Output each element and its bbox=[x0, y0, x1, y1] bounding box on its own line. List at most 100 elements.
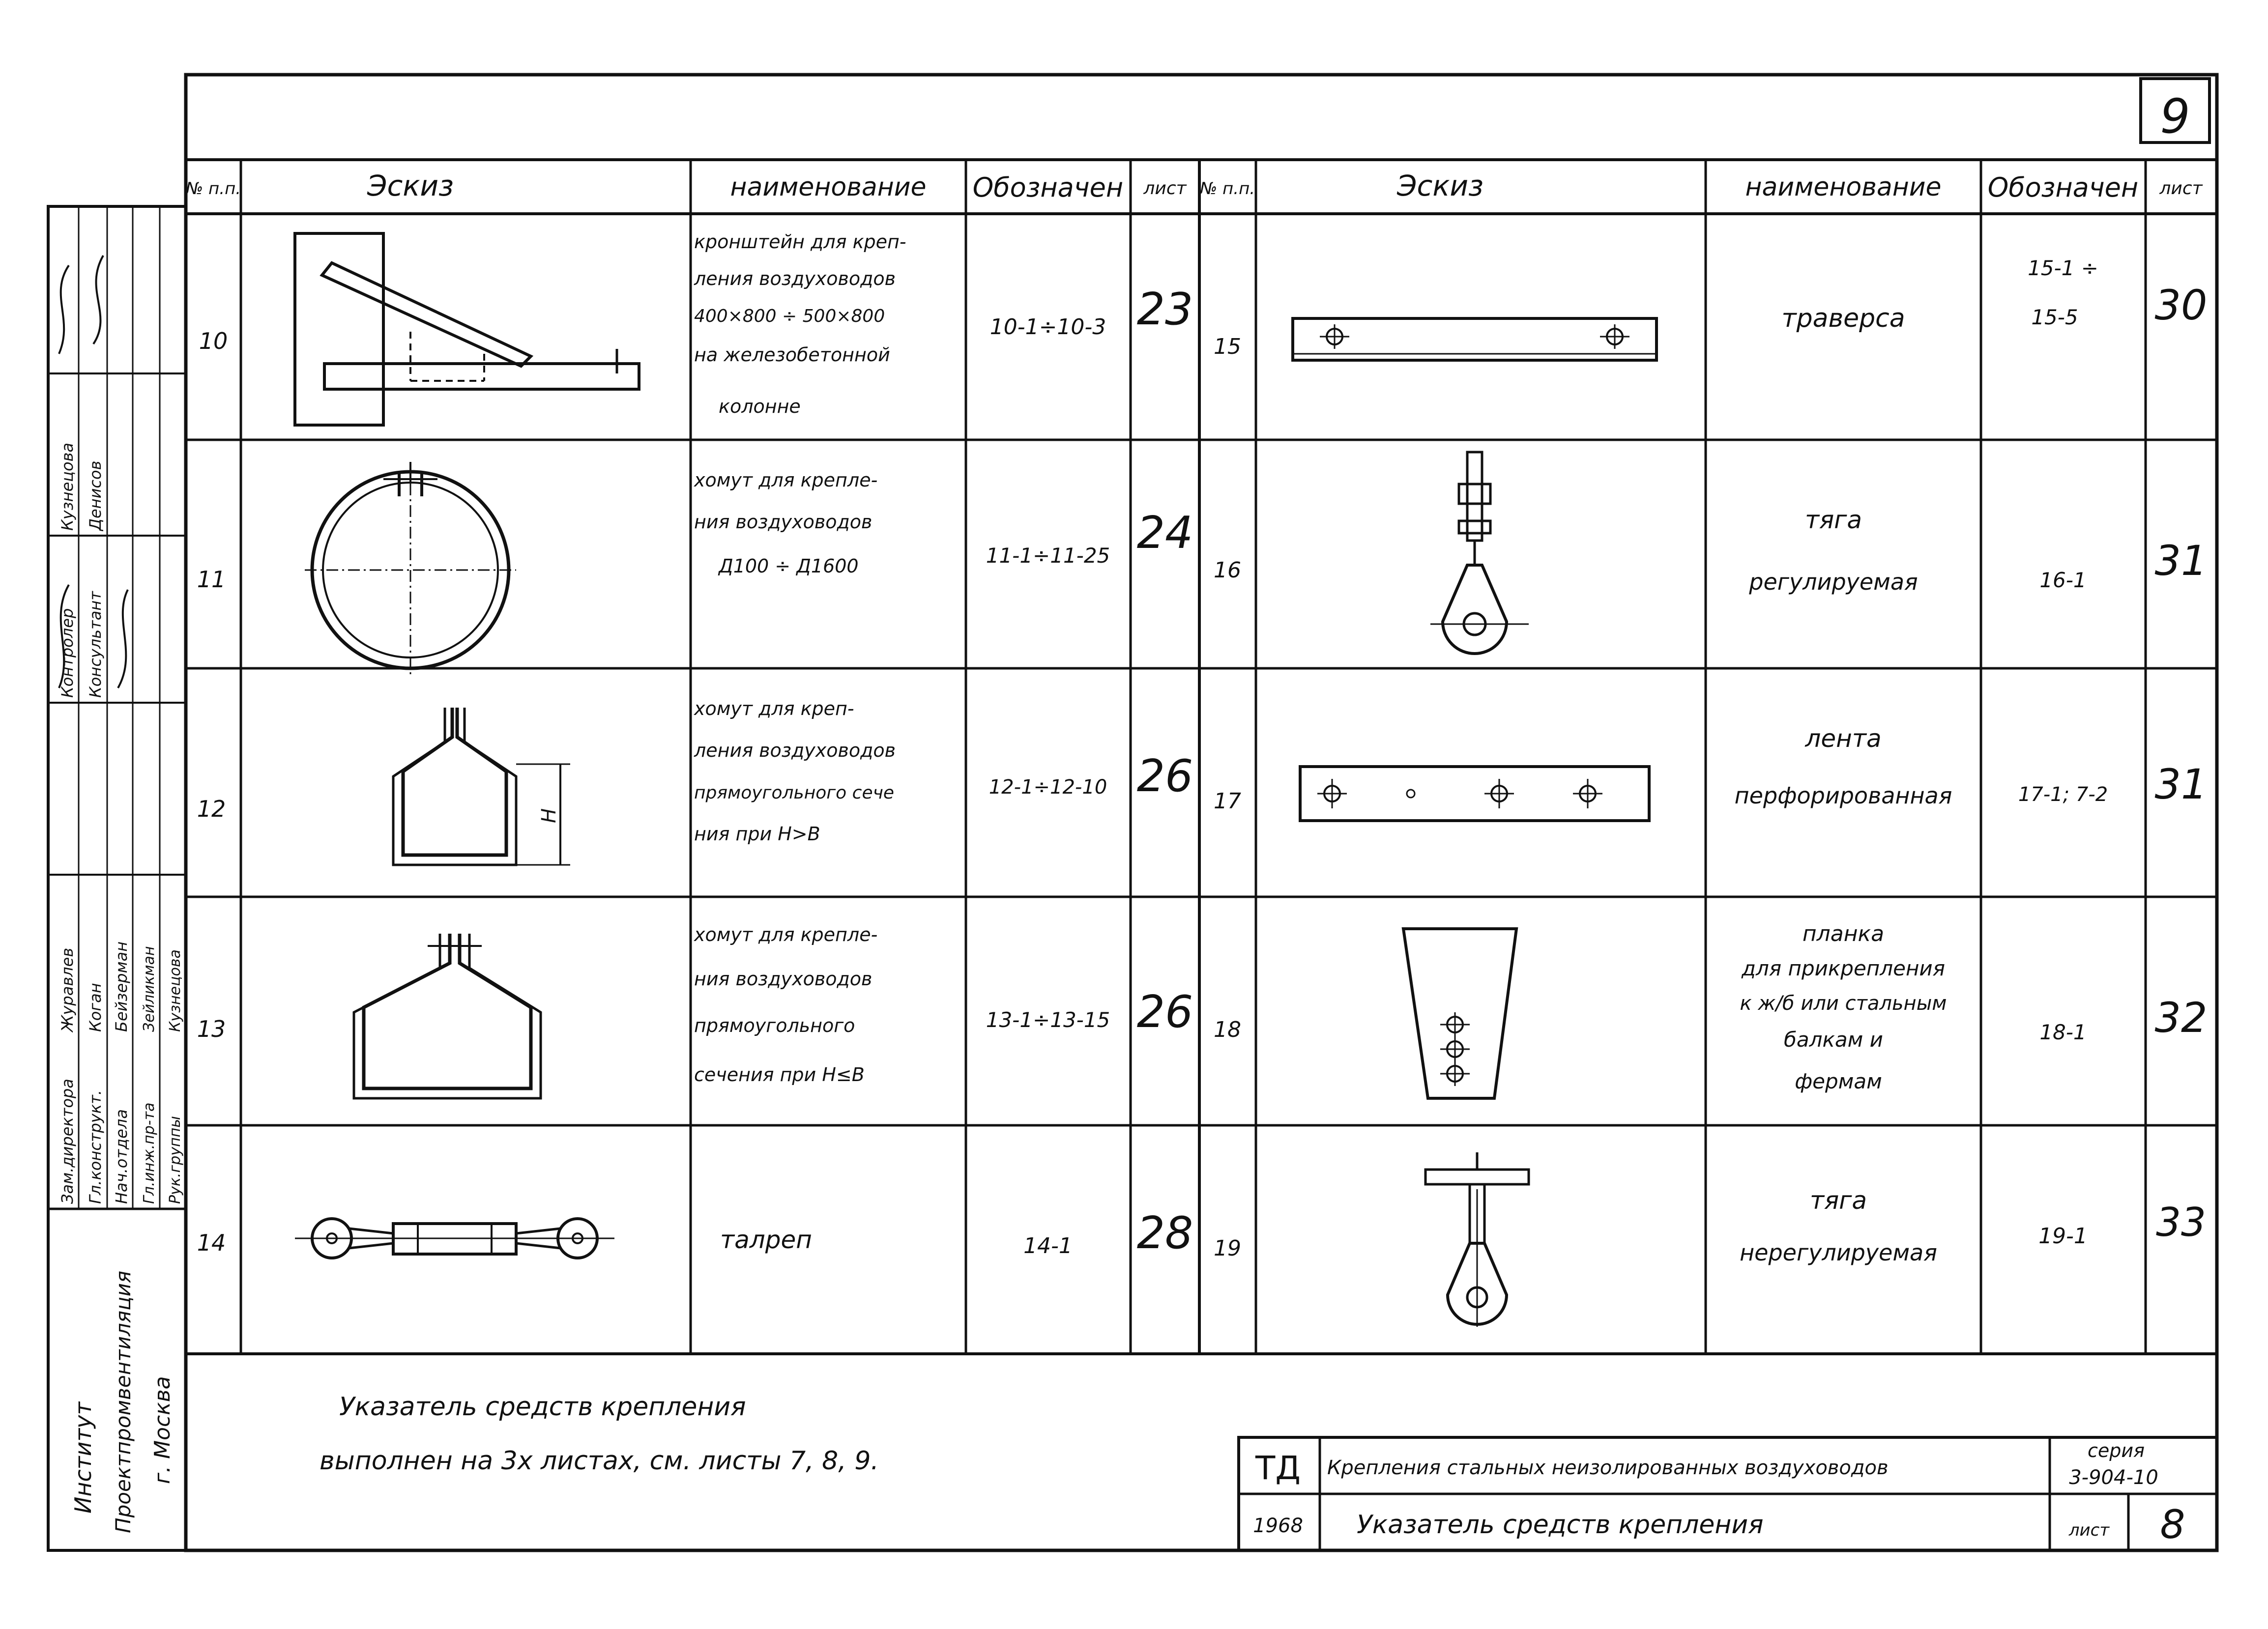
row-name-line: тяга bbox=[1810, 1186, 1867, 1215]
dimension-label: Н bbox=[538, 808, 560, 823]
bracket-sketch bbox=[293, 232, 640, 427]
row-no: 18 bbox=[1214, 1017, 1241, 1042]
fixed-rod-sketch bbox=[1424, 1152, 1530, 1327]
row-name-line: для прикрепления bbox=[1741, 956, 1945, 980]
row-no: 12 bbox=[197, 796, 226, 822]
row-name-line: 400×800 ÷ 500×800 bbox=[694, 306, 885, 326]
note-line: выполнен на 3х листах, см. листы 7, 8, 9… bbox=[320, 1446, 879, 1476]
perforated-strip-sketch bbox=[1299, 765, 1651, 822]
role-group-leader: Рук.группы bbox=[167, 1116, 184, 1204]
row-name-line: балкам и bbox=[1784, 1028, 1883, 1052]
series-value: 3-904-10 bbox=[2069, 1466, 2158, 1489]
round-clamp-sketch bbox=[305, 462, 516, 678]
role-controller: Контролер bbox=[58, 608, 77, 698]
row-name-line: ления воздуховодов bbox=[694, 268, 896, 289]
row-name-line: хомут для крепле- bbox=[694, 924, 877, 945]
rect-clamp-wide-sketch bbox=[352, 934, 542, 1100]
header-sketch-left: Эскиз bbox=[367, 169, 454, 202]
row-name-line: ния воздуховодов bbox=[694, 511, 872, 533]
title-main: Крепления стальных неизолированных возду… bbox=[1327, 1457, 1889, 1479]
row-code: 11-1÷11-25 bbox=[986, 543, 1110, 568]
header-sheet-left: лист bbox=[1143, 178, 1187, 199]
row-code-line: 17-1; 7-2 bbox=[2018, 783, 2108, 806]
row-sheet: 32 bbox=[2155, 994, 2208, 1042]
row-name-line: прямоугольного сече bbox=[694, 783, 894, 803]
header-no-left: № п.п. bbox=[185, 179, 241, 199]
note-line: Указатель средств крепления bbox=[339, 1392, 746, 1422]
sheet-value: 8 bbox=[2160, 1502, 2185, 1547]
row-code-line: 16-1 bbox=[2039, 568, 2086, 592]
table-header: № п.п. Эскиз наименование Обозначен лист… bbox=[185, 169, 2203, 203]
institute-line: Институт bbox=[70, 1401, 96, 1514]
row-name-line: Д100 ÷ Д1600 bbox=[718, 555, 859, 577]
row-name-line: ния при Н>В bbox=[694, 823, 820, 845]
row-name-line: траверса bbox=[1781, 304, 1905, 333]
row-code-line: 15-5 bbox=[2031, 305, 2078, 329]
note: Указатель средств крепления выполнен на … bbox=[320, 1392, 879, 1476]
row-name-line: к ж/б или стальным bbox=[1740, 992, 1947, 1015]
row-code-line: 18-1 bbox=[2039, 1020, 2086, 1044]
header-code-right: Обозначен bbox=[1988, 172, 2138, 203]
role-department-head: Нач.отдела bbox=[112, 1109, 131, 1204]
name-kuznetsova: Кузнецова bbox=[167, 949, 184, 1032]
rows-right: 15 траверса 15-1 ÷ 15-5 30 16 тяга регул… bbox=[1214, 256, 2207, 1266]
row-name-line: кронштейн для креп- bbox=[694, 231, 906, 253]
row-no: 11 bbox=[197, 566, 226, 593]
role-chief-engineer: Гл.инж.пр-та bbox=[141, 1103, 158, 1204]
row-no: 14 bbox=[197, 1229, 226, 1256]
row-no: 10 bbox=[199, 328, 228, 354]
header-name-right: наименование bbox=[1745, 172, 1942, 202]
role-consultant: Консультант bbox=[86, 591, 105, 698]
sketches: Н bbox=[293, 232, 1658, 1327]
row-sheet: 31 bbox=[2155, 760, 2208, 808]
row-code: 13-1÷13-15 bbox=[986, 1008, 1110, 1032]
title-year: 1968 bbox=[1253, 1515, 1303, 1537]
row-name-line: регулируемая bbox=[1748, 569, 1918, 595]
rows-left: 10 кронштейн для креп- ления воздуховодо… bbox=[197, 231, 1193, 1259]
page-number: 9 bbox=[2160, 89, 2190, 144]
header-no-right: № п.п. bbox=[1199, 179, 1255, 199]
row-code: 12-1÷12-10 bbox=[989, 776, 1107, 799]
sheet-label: лист bbox=[2068, 1520, 2110, 1540]
title-block: ТД 1968 Крепления стальных неизолированн… bbox=[1237, 1436, 2218, 1552]
row-sheet: 23 bbox=[1137, 284, 1193, 335]
row-no: 19 bbox=[1214, 1236, 1241, 1261]
row-no: 16 bbox=[1214, 558, 1241, 583]
row-name-line: лента bbox=[1804, 724, 1881, 753]
series-label: серия bbox=[2088, 1440, 2145, 1461]
side-stamp: Зам.директора Гл.конструкт. Нач.отдела Г… bbox=[47, 205, 187, 1552]
row-sheet: 33 bbox=[2156, 1200, 2206, 1245]
row-no: 17 bbox=[1214, 789, 1241, 814]
row-code-line: 19-1 bbox=[2038, 1224, 2088, 1249]
row-name-line: тяга bbox=[1805, 506, 1862, 534]
name-kogan: Коган bbox=[86, 983, 105, 1032]
row-name-line: на железобетонной bbox=[694, 344, 890, 366]
row-name-line: талреп bbox=[720, 1226, 812, 1254]
name-zhuravlev: Журавлев bbox=[58, 948, 77, 1033]
role-chief-designer: Гл.конструкт. bbox=[86, 1090, 105, 1204]
title-sub: Указатель средств крепления bbox=[1357, 1510, 1763, 1540]
row-name-line: ления воздуховодов bbox=[694, 740, 896, 761]
row-code: 14-1 bbox=[1023, 1233, 1073, 1258]
row-name-line: планка bbox=[1803, 921, 1884, 946]
name-zeilikman: Зейликман bbox=[141, 946, 158, 1032]
row-sheet: 30 bbox=[2155, 281, 2208, 329]
row-name-line: колонне bbox=[719, 396, 801, 417]
row-sheet: 26 bbox=[1137, 986, 1193, 1038]
row-name-line: хомут для креп- bbox=[694, 698, 854, 719]
row-no: 13 bbox=[197, 1016, 226, 1042]
header-sheet-right: лист bbox=[2159, 178, 2203, 199]
row-sheet: 28 bbox=[1137, 1207, 1193, 1259]
row-name-line: ния воздуховодов bbox=[694, 968, 872, 990]
role-deputy-director: Зам.директора bbox=[58, 1079, 77, 1204]
row-name-line: хомут для крепле- bbox=[694, 469, 877, 491]
name-denisov: Денисов bbox=[86, 461, 105, 532]
institute-line: г. Москва bbox=[150, 1376, 175, 1484]
title-code: ТД bbox=[1255, 1449, 1301, 1487]
row-name-line: перфорированная bbox=[1735, 782, 1952, 809]
header-name-left: наименование bbox=[730, 172, 927, 202]
row-name-line: фермам bbox=[1795, 1069, 1882, 1093]
name-kuznetsova-2: Кузнецова bbox=[58, 443, 77, 531]
header-code-left: Обозначен bbox=[973, 172, 1123, 203]
